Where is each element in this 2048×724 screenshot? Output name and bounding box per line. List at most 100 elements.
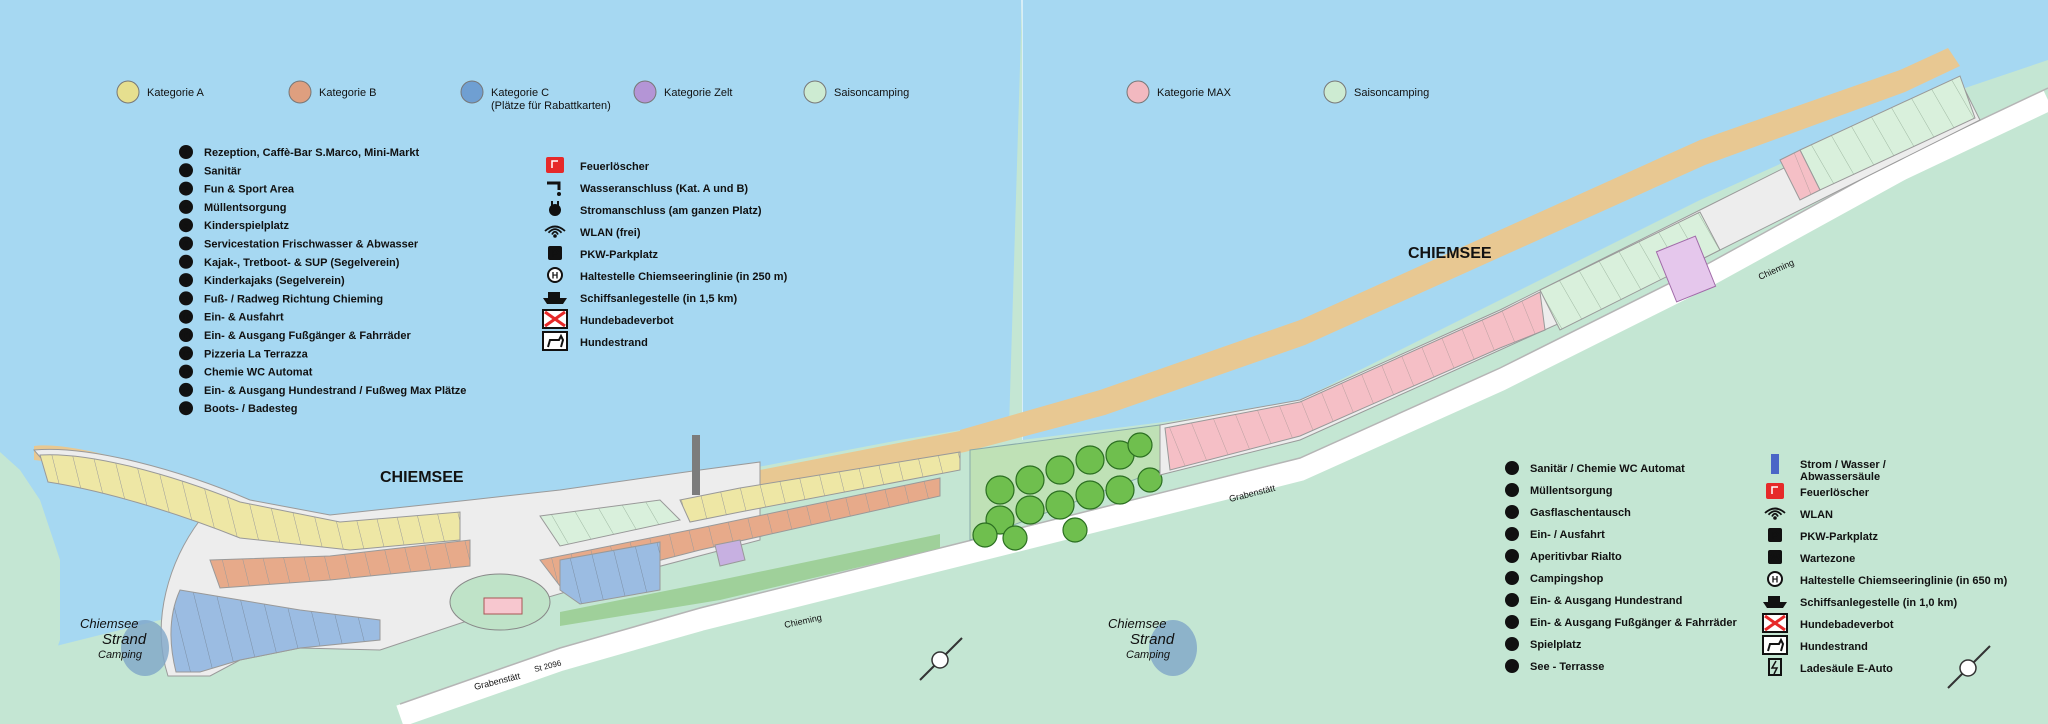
bus-stop-icon: H [552, 271, 559, 281]
wifi-icon [547, 228, 563, 234]
number-badge [179, 364, 193, 379]
number-badge-label: 8 [183, 276, 188, 286]
svg-text:Strand: Strand [1130, 631, 1175, 648]
water-tap-icon [557, 192, 561, 196]
number-badge-label: 13 [181, 368, 191, 378]
symbol-label: Stromanschluss (am ganzen Platz) [580, 205, 762, 217]
facility-label: Fuß- / Radweg Richtung Chieming [204, 293, 383, 305]
number-badge-label: 1 [183, 148, 188, 158]
category-swatch [1323, 80, 1347, 104]
bus-stop-icon [547, 267, 563, 283]
facility-label: See - Terrasse [1530, 661, 1604, 673]
number-badge-label: 4 [1509, 530, 1514, 540]
symbol-label: Schiffsanlegestelle (in 1,5 km) [580, 293, 737, 305]
number-badge-label: 10 [181, 313, 191, 323]
waiting-zone-icon [1768, 550, 1782, 564]
facility-label: Müllentsorgung [204, 202, 287, 214]
no-dogs-bathing-icon [544, 310, 566, 328]
number-badge [179, 145, 193, 159]
symbol-label: Schiffsanlegestelle (in 1,0 km) [1800, 597, 1957, 609]
number-badge-label: 1 [1509, 464, 1514, 474]
number-badge [179, 346, 193, 361]
parking-icon: P [1771, 530, 1778, 542]
facility-label: Pizzeria La Terrazza [204, 348, 309, 360]
facility-label: Ein- / Ausfahrt [1530, 529, 1605, 541]
svg-text:Camping: Camping [98, 649, 143, 661]
wifi-icon [1767, 510, 1783, 516]
number-badge [1505, 549, 1519, 563]
number-badge [1505, 659, 1519, 673]
facility-label: Sanitär / Chemie WC Automat [1530, 463, 1685, 475]
ev-charging-icon [1768, 658, 1782, 676]
number-badge-label: 5 [1509, 552, 1514, 562]
pitches-max-northeast [1779, 149, 1821, 201]
svg-text:Strand: Strand [102, 631, 147, 648]
wifi-icon [553, 234, 557, 238]
symbol-label: Strom / Wasser / [1800, 459, 1886, 471]
facility-label: Kinderkajaks (Segelverein) [204, 275, 345, 287]
fire-extinguisher-icon [546, 157, 564, 173]
beach-right [960, 48, 1960, 452]
svg-text:Camping: Camping [1126, 649, 1171, 661]
reception-building [483, 597, 523, 615]
symbol-label: Feuerlöscher [580, 161, 650, 173]
symbol-label: Wartezone [1800, 553, 1855, 565]
symbol-label: Wasseranschluss (Kat. A und B) [580, 183, 748, 195]
number-badge-label: 12 [181, 349, 191, 359]
category-label: Kategorie B [319, 87, 376, 99]
svg-text:Chiemsee: Chiemsee [80, 616, 139, 631]
number-badge-label: 2 [1509, 486, 1514, 496]
wifi-icon [1771, 512, 1779, 517]
symbol-label: WLAN (frei) [580, 227, 641, 239]
facility-label: Ein- & Ausgang Hundestrand / Fußweg Max … [204, 385, 466, 397]
pitches-saison-west [539, 499, 682, 547]
number-badge-label: 11 [181, 331, 191, 341]
category-label: Saisoncamping [834, 87, 909, 99]
logo-west: Chiemsee Strand Camping [80, 616, 169, 676]
parking-icon [548, 246, 562, 260]
category-sublabel: (Plätze für Rabattkarten) [491, 100, 611, 112]
trees [972, 432, 1163, 551]
facility-label: Ein- & Ausfahrt [204, 312, 284, 324]
lake-label-east: CHIEMSEE [1408, 245, 1492, 262]
number-badge-label: 9 [183, 294, 188, 304]
utility-column-icon [1771, 454, 1779, 474]
facility-label: Rezeption, Caffè-Bar S.Marco, Mini-Markt [204, 147, 419, 159]
category-label: Kategorie Zelt [664, 87, 732, 99]
symbol-label: Feuerlöscher [1800, 487, 1870, 499]
sanitary-building-east [1655, 235, 1717, 303]
category-label: Kategorie A [147, 87, 205, 99]
number-badge-label: 3 [1509, 508, 1514, 518]
facility-label: Gasflaschentausch [1530, 507, 1631, 519]
facility-label: Kinderspielplatz [204, 220, 289, 232]
number-badge [179, 273, 193, 288]
number-badge-label: 7 [183, 258, 188, 268]
number-badge [179, 309, 193, 324]
ev-charging-icon [1770, 660, 1779, 675]
no-dogs-bathing-icon [1764, 614, 1786, 632]
number-badge-label: 3 [183, 185, 188, 195]
number-badge-label: 9 [1509, 640, 1514, 650]
ship-icon [543, 298, 567, 304]
category-swatch [116, 80, 140, 104]
number-badge-label: 14 [181, 386, 191, 396]
pitches-category-a-west [39, 454, 461, 551]
power-plug-icon [549, 204, 561, 216]
fire-extinguisher-icon [1766, 483, 1784, 499]
category-swatch [633, 80, 657, 104]
facility-label: Boots- / Badesteg [204, 403, 298, 415]
number-badge [179, 163, 193, 178]
number-badge [179, 401, 193, 416]
category-swatch [1126, 80, 1150, 104]
number-badge [179, 218, 193, 233]
facility-label: Müllentsorgung [1530, 485, 1613, 497]
road-edge [399, 87, 2048, 705]
facility-label: Servicestation Frischwasser & Abwasser [204, 239, 419, 251]
facility-label: Chemie WC Automat [204, 367, 313, 379]
symbol-label: PKW-Parkplatz [1800, 531, 1879, 543]
facility-label: Sanitär [204, 165, 242, 177]
facility-label: Aperitivbar Rialto [1530, 551, 1622, 563]
